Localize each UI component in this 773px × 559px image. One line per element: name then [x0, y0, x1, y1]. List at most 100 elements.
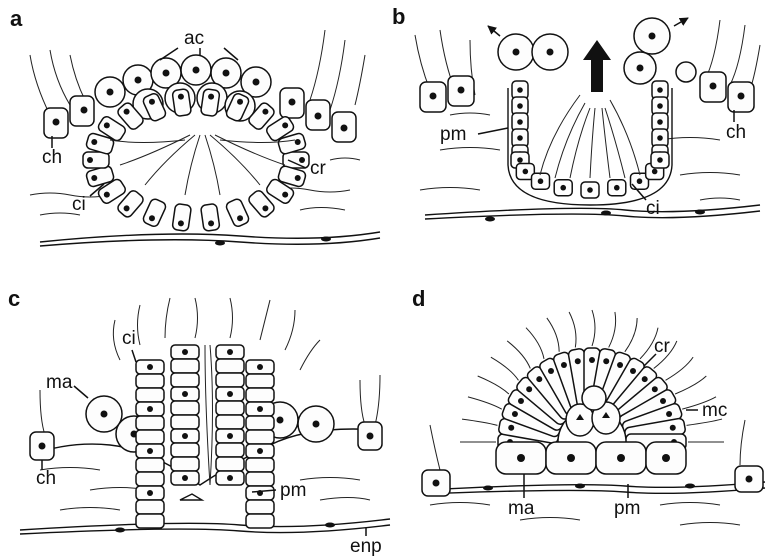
column-cell: [136, 472, 164, 486]
panel-a-label-ac: ac: [184, 28, 204, 49]
column-cell-nucleus: [182, 475, 188, 481]
ring-cell: [142, 198, 167, 228]
panel-c-label-ma: ma: [46, 372, 73, 393]
invagination-cell-nucleus: [523, 169, 529, 175]
column-cell-nucleus: [227, 433, 233, 439]
dome-cilium: [609, 312, 616, 347]
invagination-cell-nucleus: [657, 103, 663, 109]
column-cell: [136, 500, 164, 514]
invagination-cell-nucleus: [517, 87, 523, 93]
panel-d-basal-layer: [425, 482, 765, 490]
dome-cell-nucleus: [526, 386, 532, 392]
ring-cell-nucleus: [91, 175, 97, 181]
panel-a: a: [10, 6, 380, 246]
dome-cilium: [569, 312, 576, 347]
panel-a-epidermis-left: [30, 50, 94, 138]
panel-d-label-ma: ma: [508, 498, 535, 519]
panel-c-label-ch: ch: [36, 468, 56, 489]
dome-cell-nucleus: [508, 425, 514, 431]
column-cell-nucleus: [227, 349, 233, 355]
ring-cell: [225, 198, 250, 228]
invagination-cell-nucleus: [517, 135, 523, 141]
dome-cilium: [625, 318, 637, 352]
ring-cell-nucleus: [208, 94, 214, 100]
ring-cell-nucleus: [299, 157, 305, 163]
column-cell-nucleus: [147, 448, 153, 454]
dome-cilium: [666, 357, 694, 380]
column-cell: [136, 416, 164, 430]
dome-cell-nucleus: [630, 368, 636, 374]
invagination-cell-nucleus: [614, 185, 620, 191]
invagination-cell-nucleus: [517, 103, 523, 109]
dome-cilium: [547, 318, 559, 352]
panel-b-epidermis-right: [700, 20, 760, 112]
dome-cell-nucleus: [536, 376, 542, 382]
dome-cell-nucleus: [652, 386, 658, 392]
dome-cell-nucleus: [512, 411, 518, 417]
dome-cell-nucleus: [642, 376, 648, 382]
dome-cilium: [675, 376, 706, 394]
invagination-cell-nucleus: [517, 157, 523, 163]
panel-c-label-enp: enp: [350, 536, 382, 557]
ring-cell: [200, 89, 220, 117]
dome-cilium: [491, 357, 519, 380]
ring-cell: [283, 152, 309, 168]
ring-cell-nucleus: [237, 99, 243, 105]
ring-cell-nucleus: [104, 122, 110, 128]
panel-b-cilia: [540, 95, 640, 178]
ring-cell-nucleus: [149, 215, 155, 221]
column-cell-nucleus: [227, 391, 233, 397]
invagination-cell-nucleus: [517, 119, 523, 125]
panel-a-label-cr: cr: [310, 158, 327, 179]
column-cell: [246, 416, 274, 430]
column-cell-nucleus: [147, 364, 153, 370]
column-cell: [171, 415, 199, 429]
column-cell-nucleus: [147, 406, 153, 412]
column-cell: [171, 401, 199, 415]
column-cell: [171, 373, 199, 387]
ring-cell: [172, 203, 192, 231]
dome-cell-nucleus: [670, 425, 676, 431]
panel-b-tissue: [420, 113, 740, 200]
column-cell: [246, 472, 274, 486]
column-cell-nucleus: [147, 490, 153, 496]
ring-cell-nucleus: [237, 215, 243, 221]
ring-cell-nucleus: [295, 139, 301, 145]
panel-d-label-mc: mc: [702, 400, 727, 421]
ring-cell-nucleus: [87, 157, 93, 163]
invagination-cell-nucleus: [538, 178, 544, 184]
ring-cell-nucleus: [91, 139, 97, 145]
ring-cell-nucleus: [282, 192, 288, 198]
panel-c-letter: c: [8, 286, 20, 311]
dome-cell-nucleus: [666, 411, 672, 417]
invagination-cell-nucleus: [657, 119, 663, 125]
panel-c-label-pm: pm: [280, 480, 306, 501]
dome-cell-nucleus: [617, 362, 623, 368]
column-cell-nucleus: [182, 349, 188, 355]
dome-cell-nucleus: [548, 368, 554, 374]
column-cell-nucleus: [257, 364, 263, 370]
column-cell: [216, 359, 244, 373]
dome-cilium: [526, 328, 544, 359]
dome-cell-nucleus: [660, 398, 666, 404]
invagination-cell-nucleus: [587, 187, 593, 193]
ring-cell-nucleus: [149, 99, 155, 105]
column-cell-nucleus: [182, 391, 188, 397]
column-cell: [246, 500, 274, 514]
ring-cell-nucleus: [282, 122, 288, 128]
ring-cell: [200, 203, 220, 231]
invagination-cell-nucleus: [560, 185, 566, 191]
panel-a-letter: a: [10, 6, 23, 31]
ring-cell-nucleus: [178, 94, 184, 100]
dome-cell-nucleus: [603, 358, 609, 364]
invagination-cell-nucleus: [652, 169, 658, 175]
ring-cell-nucleus: [124, 205, 130, 211]
ring-cell: [172, 89, 192, 117]
column-cell-nucleus: [227, 475, 233, 481]
panel-c: c: [8, 286, 390, 557]
column-cell-nucleus: [257, 448, 263, 454]
column-cell: [216, 443, 244, 457]
ring-cell-nucleus: [104, 192, 110, 198]
column-cell: [246, 388, 274, 402]
